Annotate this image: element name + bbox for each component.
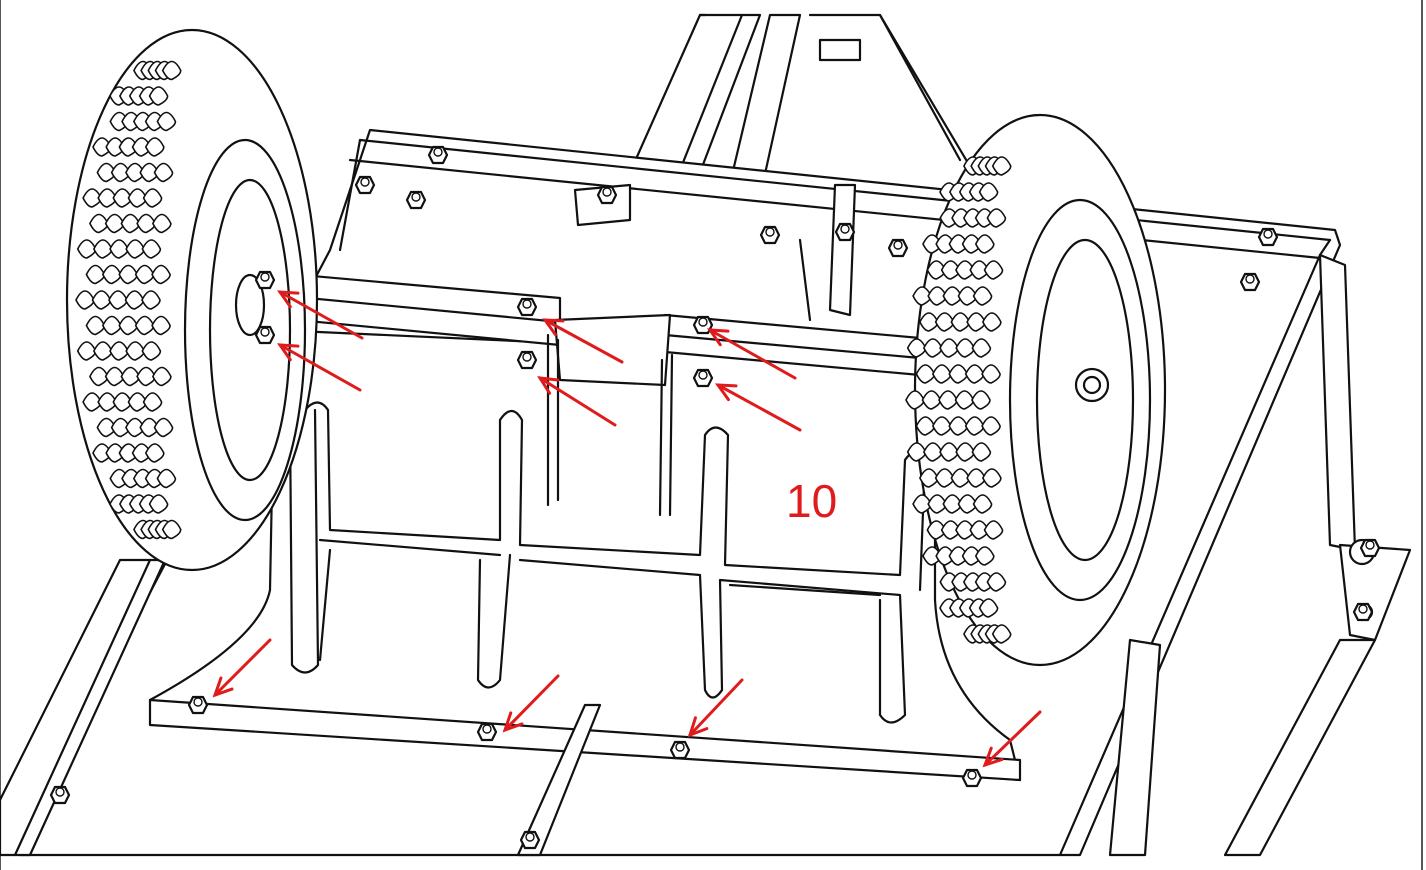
hex-nut-icon [49, 785, 71, 805]
tread-lug [153, 162, 174, 183]
tread-lug [144, 443, 165, 463]
hex-nut-icon [1257, 227, 1279, 247]
hex-nut-icon [596, 185, 618, 205]
hex-nut-group [49, 145, 1381, 850]
tread-lug [141, 239, 162, 259]
red-arrow-icon [212, 638, 272, 698]
red-arrow-icon [541, 318, 624, 364]
tread-lug [156, 111, 177, 132]
tread-lug [151, 315, 171, 336]
hex-nut-icon [887, 238, 909, 258]
tread-lug [981, 468, 1002, 488]
red-arrow-icon [706, 328, 797, 380]
tread-lug [971, 338, 992, 358]
red-arrow-group [212, 290, 1042, 768]
red-arrow-icon [537, 376, 617, 427]
tread-lug [156, 468, 177, 489]
hex-nut-icon [519, 830, 541, 850]
red-arrow-icon [714, 383, 802, 432]
right-wheel-tread [905, 156, 1012, 644]
red-arrow-icon [276, 343, 362, 392]
hex-nut-icon [516, 350, 538, 370]
tread-lug [151, 264, 171, 285]
tread-lug [161, 519, 182, 540]
tread-lug [986, 208, 1007, 228]
hex-nut-icon [1359, 538, 1381, 558]
hex-nut-icon [961, 768, 983, 788]
hex-nut-icon [254, 325, 276, 345]
hex-nut-icon [669, 740, 691, 760]
tread-lug [141, 290, 161, 310]
tread-lug [142, 188, 163, 208]
tread-lug [991, 156, 1012, 176]
tread-lug [971, 390, 991, 410]
left-wheel [65, 28, 319, 572]
tread-lug [151, 366, 172, 387]
right-bracket [1108, 253, 1412, 857]
tread-lug [983, 260, 1004, 280]
tread-lug [148, 494, 169, 514]
tread-lug [981, 364, 1001, 384]
tread-lug [144, 137, 165, 157]
tread-lug [981, 416, 1001, 436]
tread-lug [974, 546, 995, 566]
tread-lug [978, 598, 999, 618]
red-arrow-icon [276, 290, 364, 340]
hex-nut-icon [405, 190, 427, 210]
red-arrow-icon [502, 674, 560, 733]
hex-nut-icon [187, 695, 209, 715]
hex-nut-icon [1239, 272, 1261, 292]
hex-nut-icon [476, 722, 498, 742]
tread-lug [972, 286, 993, 306]
right-wheel [905, 113, 1167, 667]
hex-nut-icon [1352, 602, 1374, 622]
hex-nut-icon [427, 145, 449, 165]
left-wheel-tread [75, 60, 182, 540]
hex-nut-icon [692, 368, 714, 388]
red-arrow-icon [982, 710, 1042, 768]
tread-lug [971, 442, 992, 462]
tread-lug [161, 60, 182, 81]
tread-lug [991, 624, 1012, 644]
tread-lug [151, 213, 172, 234]
tread-lug [972, 494, 993, 514]
hex-nut-icon [254, 270, 276, 290]
hex-nut-icon [834, 222, 856, 242]
tread-lug [974, 234, 995, 254]
tread-lug [142, 392, 163, 412]
tread-lug [983, 520, 1004, 540]
lower-bar [516, 703, 602, 857]
axle-brackets [243, 183, 922, 517]
tread-lug [981, 312, 1002, 332]
hex-nut-icon [516, 297, 538, 317]
tread-lug [141, 341, 162, 361]
tread-lug [153, 417, 174, 438]
red-arrow-icon [687, 678, 744, 738]
tread-lug [148, 86, 169, 106]
hex-nut-icon [354, 175, 376, 195]
tread-lug [978, 182, 999, 202]
step-number: 10 [786, 475, 838, 527]
hex-nut-icon [759, 225, 781, 245]
tread-lug [986, 572, 1007, 592]
